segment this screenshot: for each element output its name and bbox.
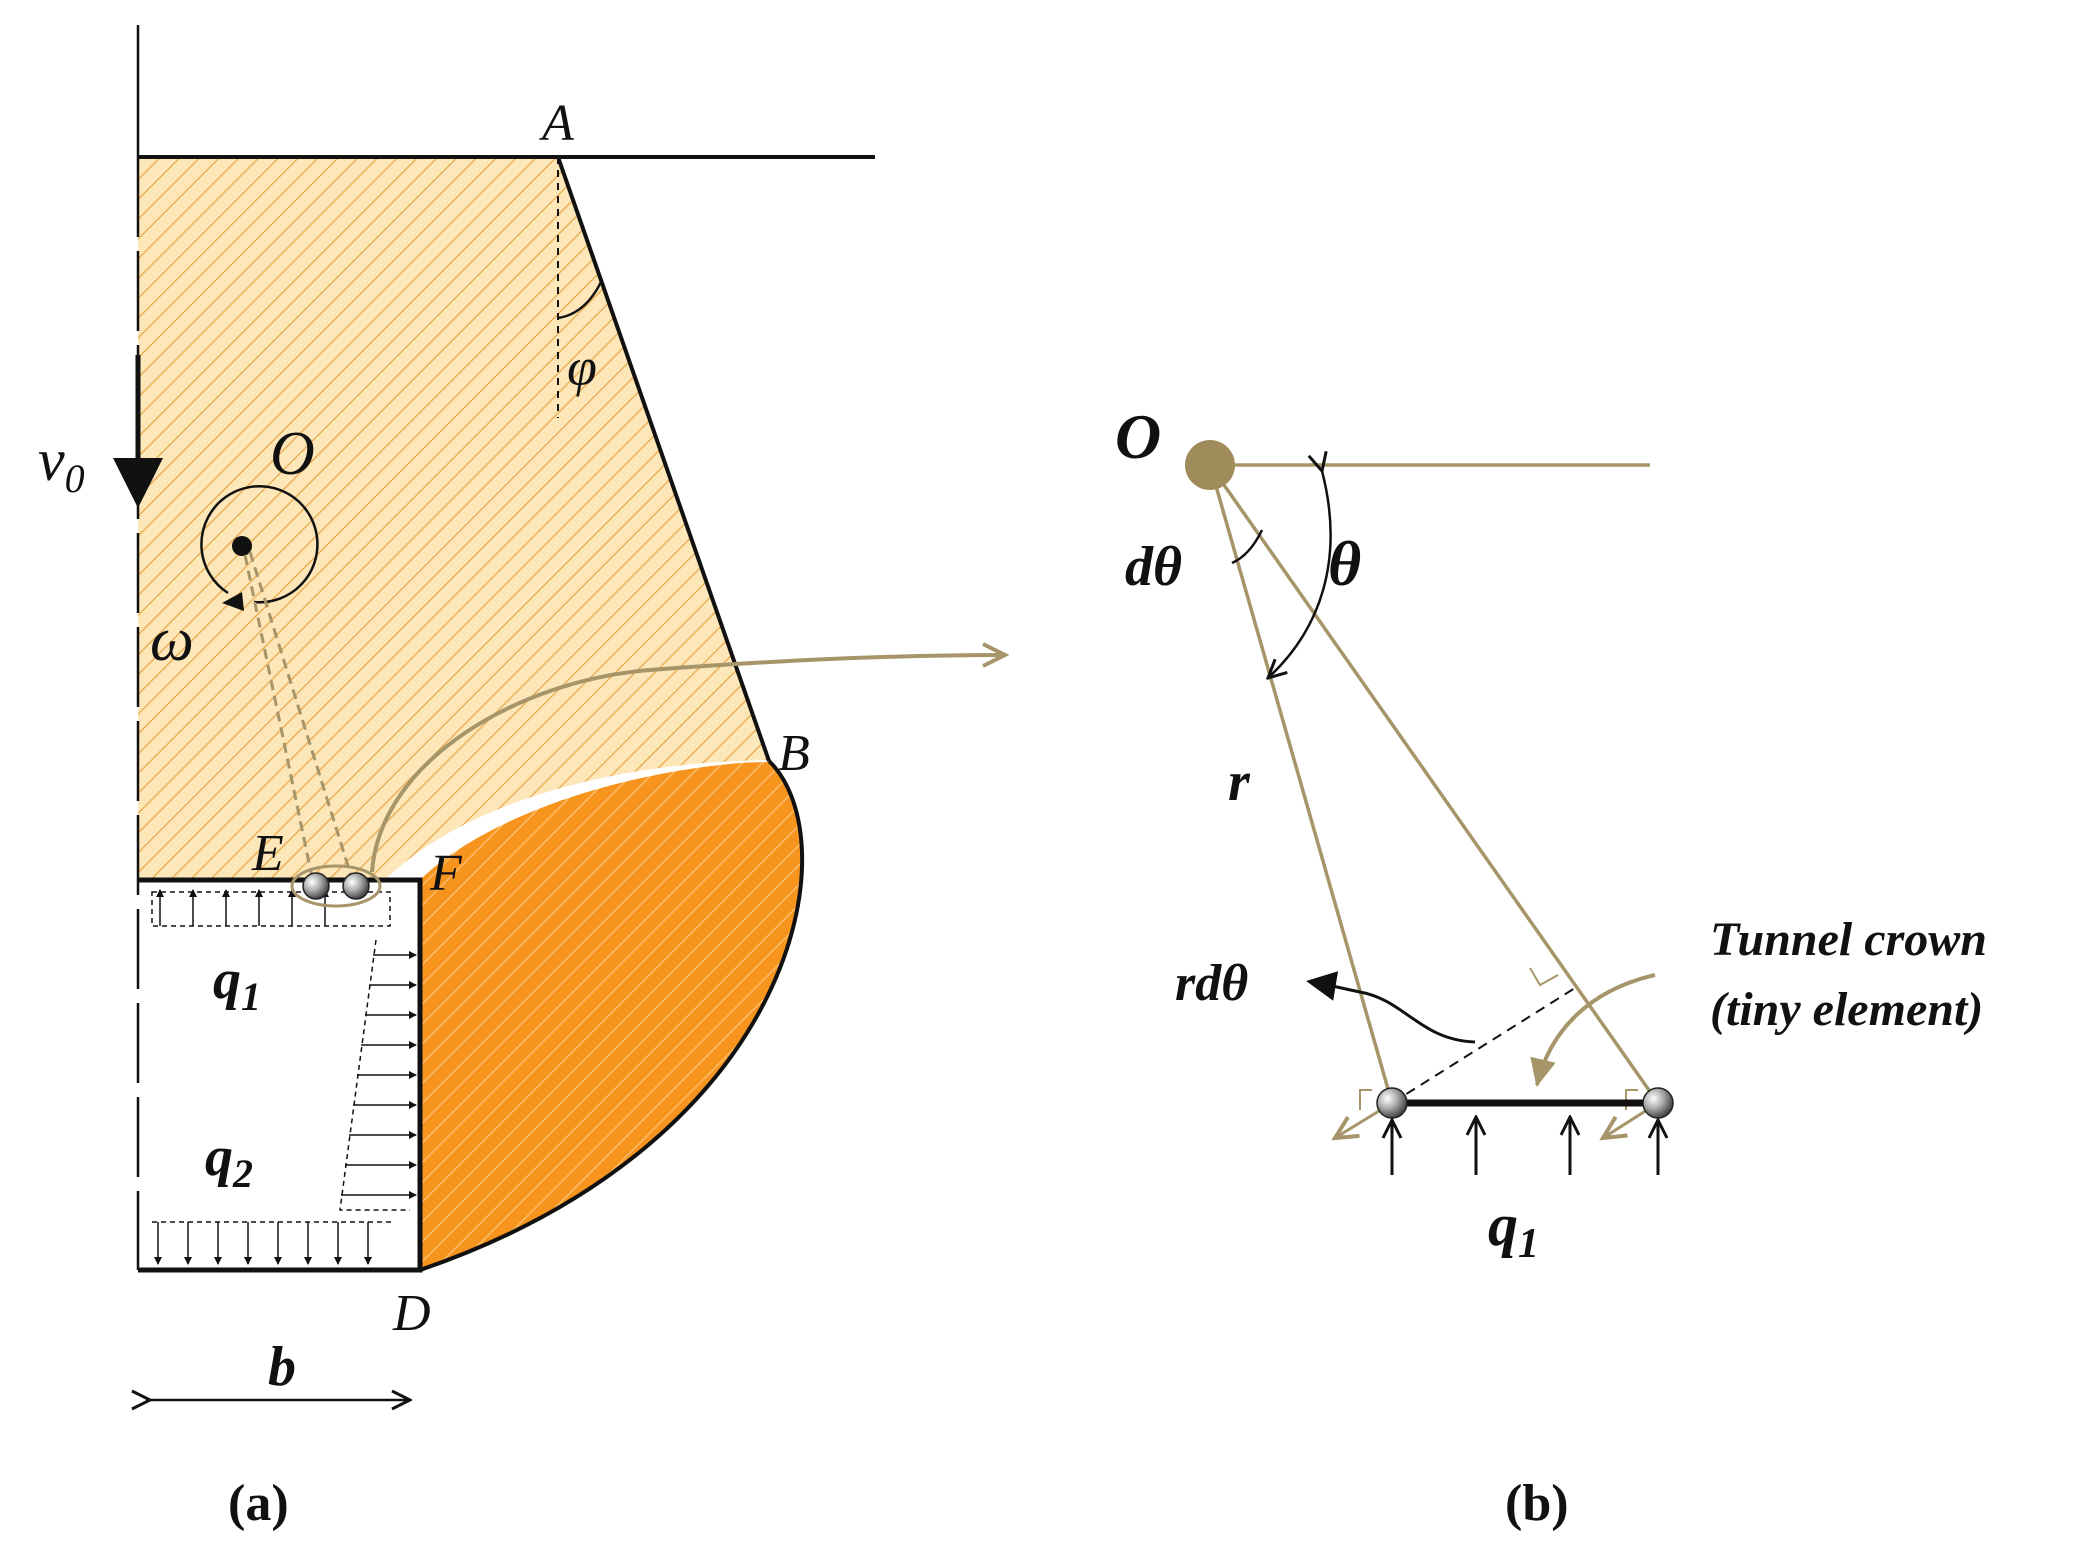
zone-boundary-line bbox=[385, 760, 770, 881]
label-tiny-element: (tiny element) bbox=[1710, 983, 1983, 1036]
label-f: F bbox=[429, 845, 463, 902]
caption-b: (b) bbox=[1505, 1475, 1569, 1532]
dtheta-arc bbox=[1231, 529, 1264, 565]
label-b: B bbox=[778, 725, 810, 782]
right-angle-mark-top bbox=[1529, 967, 1559, 987]
hinge-e bbox=[302, 872, 330, 900]
label-r: r bbox=[1228, 751, 1251, 813]
crown-element-highlight bbox=[290, 864, 382, 908]
ray-o-f bbox=[248, 551, 355, 883]
label-phi: φ bbox=[567, 337, 597, 397]
label-d: D bbox=[392, 1285, 431, 1342]
panel-a: A B D E F O φ ω v0 q1 q2 b (a) bbox=[38, 25, 875, 1532]
failure-curve-bd bbox=[419, 759, 804, 1272]
hinge-f bbox=[342, 872, 370, 900]
ray-left bbox=[1208, 464, 1394, 1104]
caption-a: (a) bbox=[228, 1475, 289, 1532]
label-a: A bbox=[539, 95, 574, 152]
label-theta: θ bbox=[1328, 528, 1361, 599]
label-width-b: b bbox=[268, 1336, 296, 1398]
element-node-right bbox=[1642, 1087, 1674, 1119]
failure-line-ab bbox=[556, 156, 771, 762]
rigid-block-region bbox=[138, 157, 769, 880]
ray-right bbox=[1208, 463, 1660, 1105]
rdtheta-pointer bbox=[1306, 971, 1476, 1044]
label-e: E bbox=[251, 825, 284, 882]
label-dtheta: dθ bbox=[1125, 536, 1182, 598]
center-o-dot bbox=[1185, 440, 1235, 490]
q2-load-arrows bbox=[341, 951, 417, 1199]
q1-load-arrows-b bbox=[1392, 1117, 1658, 1175]
label-tunnel-crown: Tunnel crown bbox=[1710, 913, 1987, 966]
theta-arc-arrow bbox=[1268, 471, 1332, 678]
label-o: O bbox=[270, 420, 315, 488]
label-rdtheta: rdθ bbox=[1175, 955, 1248, 1012]
q1-load-box bbox=[151, 891, 391, 927]
tunnel-crown-pointer bbox=[1530, 973, 1656, 1087]
q1-load-arrows bbox=[156, 889, 329, 926]
label-omega: ω bbox=[150, 606, 194, 674]
label-q1: q1 bbox=[213, 949, 261, 1019]
label-q1-b: q1 bbox=[1488, 1192, 1539, 1267]
deformation-zone-region bbox=[420, 761, 803, 1270]
arc-length-dashed bbox=[1391, 987, 1576, 1104]
right-angle-mark-left bbox=[1359, 1089, 1372, 1110]
rotation-center-dot bbox=[232, 536, 252, 556]
tunnel-outline bbox=[138, 877, 423, 1273]
label-center-o: O bbox=[1115, 401, 1161, 472]
element-node-left bbox=[1376, 1087, 1408, 1119]
ray-o-e bbox=[243, 554, 315, 883]
label-v0: v0 bbox=[38, 427, 85, 501]
omega-arrowhead bbox=[222, 592, 244, 611]
zoom-connector-arrow bbox=[370, 655, 1005, 873]
panel-b: O dθ θ r rdθ Tunnel crown (tiny element)… bbox=[1115, 401, 1987, 1532]
invert-load-arrows bbox=[154, 1222, 372, 1265]
label-q2: q2 bbox=[205, 1126, 253, 1196]
phi-arc bbox=[557, 281, 603, 320]
omega-rotation-arrow bbox=[200, 485, 319, 604]
q2-load-box bbox=[339, 939, 410, 1211]
